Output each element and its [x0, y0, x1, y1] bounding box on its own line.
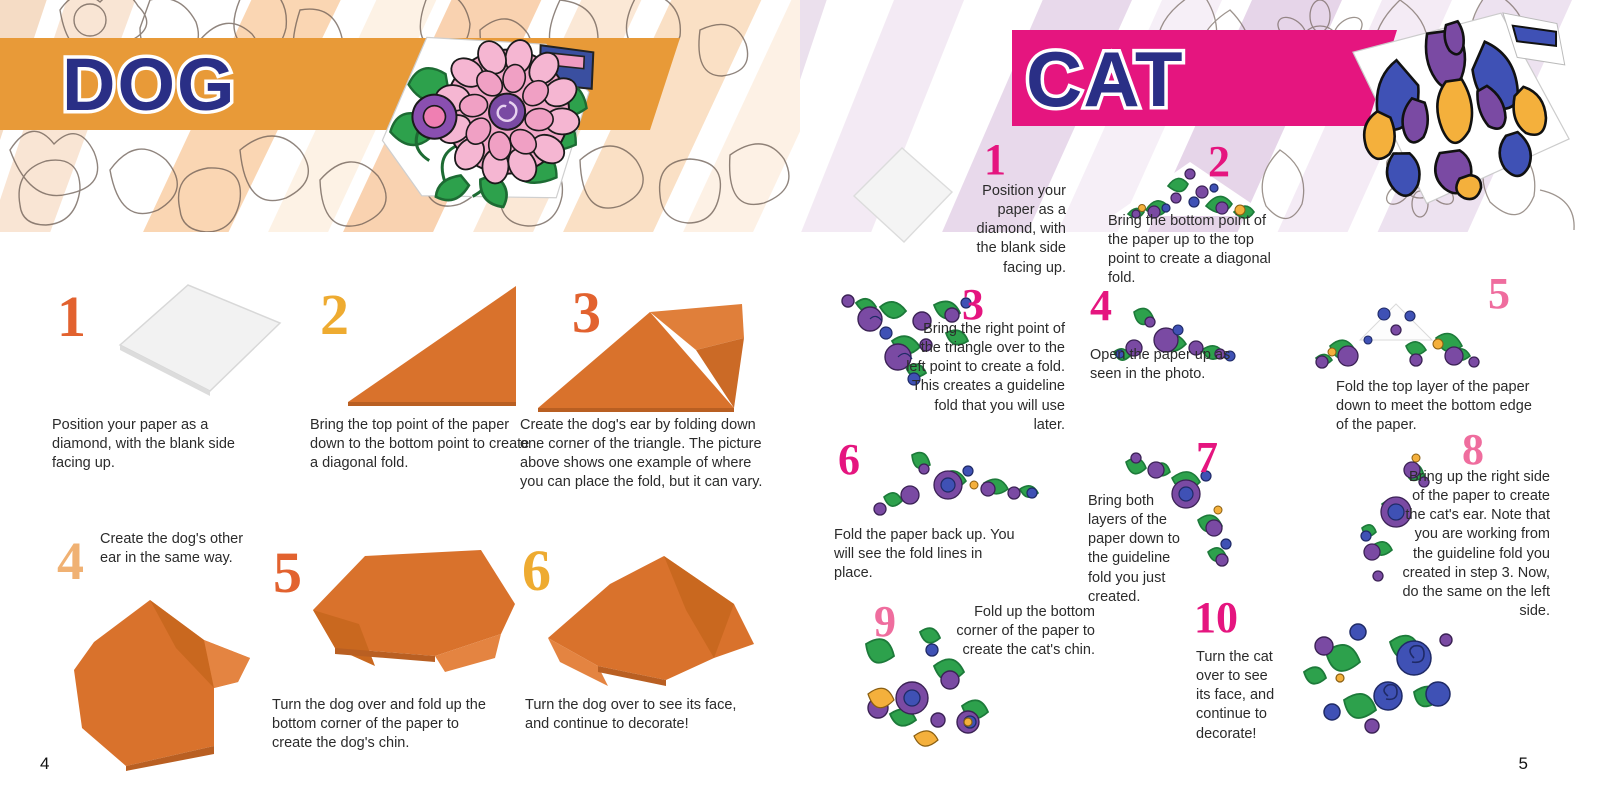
dog-step-3-figure	[538, 304, 744, 412]
dog-step-2-caption: Bring the top point of the paper down to…	[310, 417, 530, 472]
cat-finished-photo	[1352, 12, 1570, 205]
cat-step-5-figure	[1308, 290, 1484, 369]
cat-step-6-caption: Fold the paper back up. You will see the…	[834, 527, 1015, 582]
cat-step-4-figure	[1104, 304, 1246, 362]
dog-step-4-figure	[74, 600, 250, 771]
cat-step-5-caption: Fold the top layer of the paper down to …	[1336, 379, 1532, 434]
cat-step-6-number: 6	[838, 435, 860, 484]
dog-step-3-caption: Create the dog's ear by folding down one…	[520, 417, 763, 491]
dog-step-4-caption: Create the dog's other ear in the same w…	[100, 531, 244, 567]
right-page-number: 5	[1518, 754, 1528, 773]
cat-step-1-figure	[852, 147, 954, 243]
cat-step-2-caption: Bring the bottom point of the paper up t…	[1108, 213, 1271, 287]
dog-banner-title-svg: DOG	[59, 40, 239, 130]
cat-banner-title-svg: CAT	[1023, 32, 1187, 127]
cat-step-10-caption: Turn the cat over to see its face, and c…	[1196, 649, 1275, 742]
dog-step-1-number: 1	[57, 284, 86, 349]
cat-step-9-caption: Fold up the bottom corner of the paper t…	[956, 604, 1095, 659]
dog-step-6-number: 6	[522, 538, 551, 603]
dog-title-text: DOG	[62, 43, 237, 126]
cat-step-2-number: 2	[1208, 137, 1230, 186]
cat-step-2-figure	[1112, 162, 1270, 219]
cat-step-4-caption: Open the paper up as seen in the photo.	[1090, 347, 1231, 383]
dog-step-6-figure	[548, 556, 754, 686]
cat-step-9-number: 9	[874, 597, 896, 646]
cat-banner: CAT	[1012, 30, 1397, 126]
cat-step-8-caption: Bring up the right side of the paper to …	[1402, 469, 1550, 619]
cat-step-1-number: 1	[984, 135, 1006, 184]
cat-step-1-caption: Position your paper as a diamond, with t…	[976, 183, 1066, 276]
dog-step-5-number: 5	[273, 540, 302, 605]
cat-banner-shape	[1012, 30, 1397, 126]
cat-step-3-caption: Bring the right point of the triangle ov…	[906, 321, 1065, 433]
dog-step-1-figure	[118, 284, 282, 396]
cat-step-7-number: 7	[1196, 433, 1218, 482]
cat-step-4-number: 4	[1090, 281, 1112, 330]
cat-step-8-number: 8	[1462, 425, 1484, 474]
cat-title-text: CAT	[1026, 35, 1184, 123]
dog-finished-photo	[381, 36, 595, 209]
cat-step-9-figure	[860, 627, 1000, 748]
cat-step-3-number: 3	[962, 280, 984, 329]
dog-step-6-caption: Turn the dog over to see its face, and c…	[525, 697, 737, 733]
dog-step-2-number: 2	[320, 282, 349, 347]
left-page-number: 4	[40, 754, 50, 773]
cat-step-10-number: 10	[1194, 593, 1238, 642]
cat-step-10-figure	[1290, 610, 1458, 740]
dog-step-5-figure	[313, 550, 515, 672]
cat-step-5-number: 5	[1488, 269, 1510, 318]
cat-step-7-caption: Bring both layers of the paper down to t…	[1088, 493, 1180, 605]
dog-step-4-number: 4	[57, 531, 84, 591]
cat-step-7-figure	[1106, 452, 1232, 574]
dog-step-1-caption: Position your paper as a diamond, with t…	[52, 417, 235, 472]
dog-step-3-number: 3	[572, 280, 601, 345]
cat-step-8-figure	[1356, 446, 1434, 582]
dog-step-2-figure	[348, 286, 516, 406]
cat-step-3-figure	[830, 294, 992, 389]
cat-step-6-figure	[866, 451, 1044, 516]
dog-step-5-caption: Turn the dog over and fold up the bottom…	[272, 697, 486, 752]
